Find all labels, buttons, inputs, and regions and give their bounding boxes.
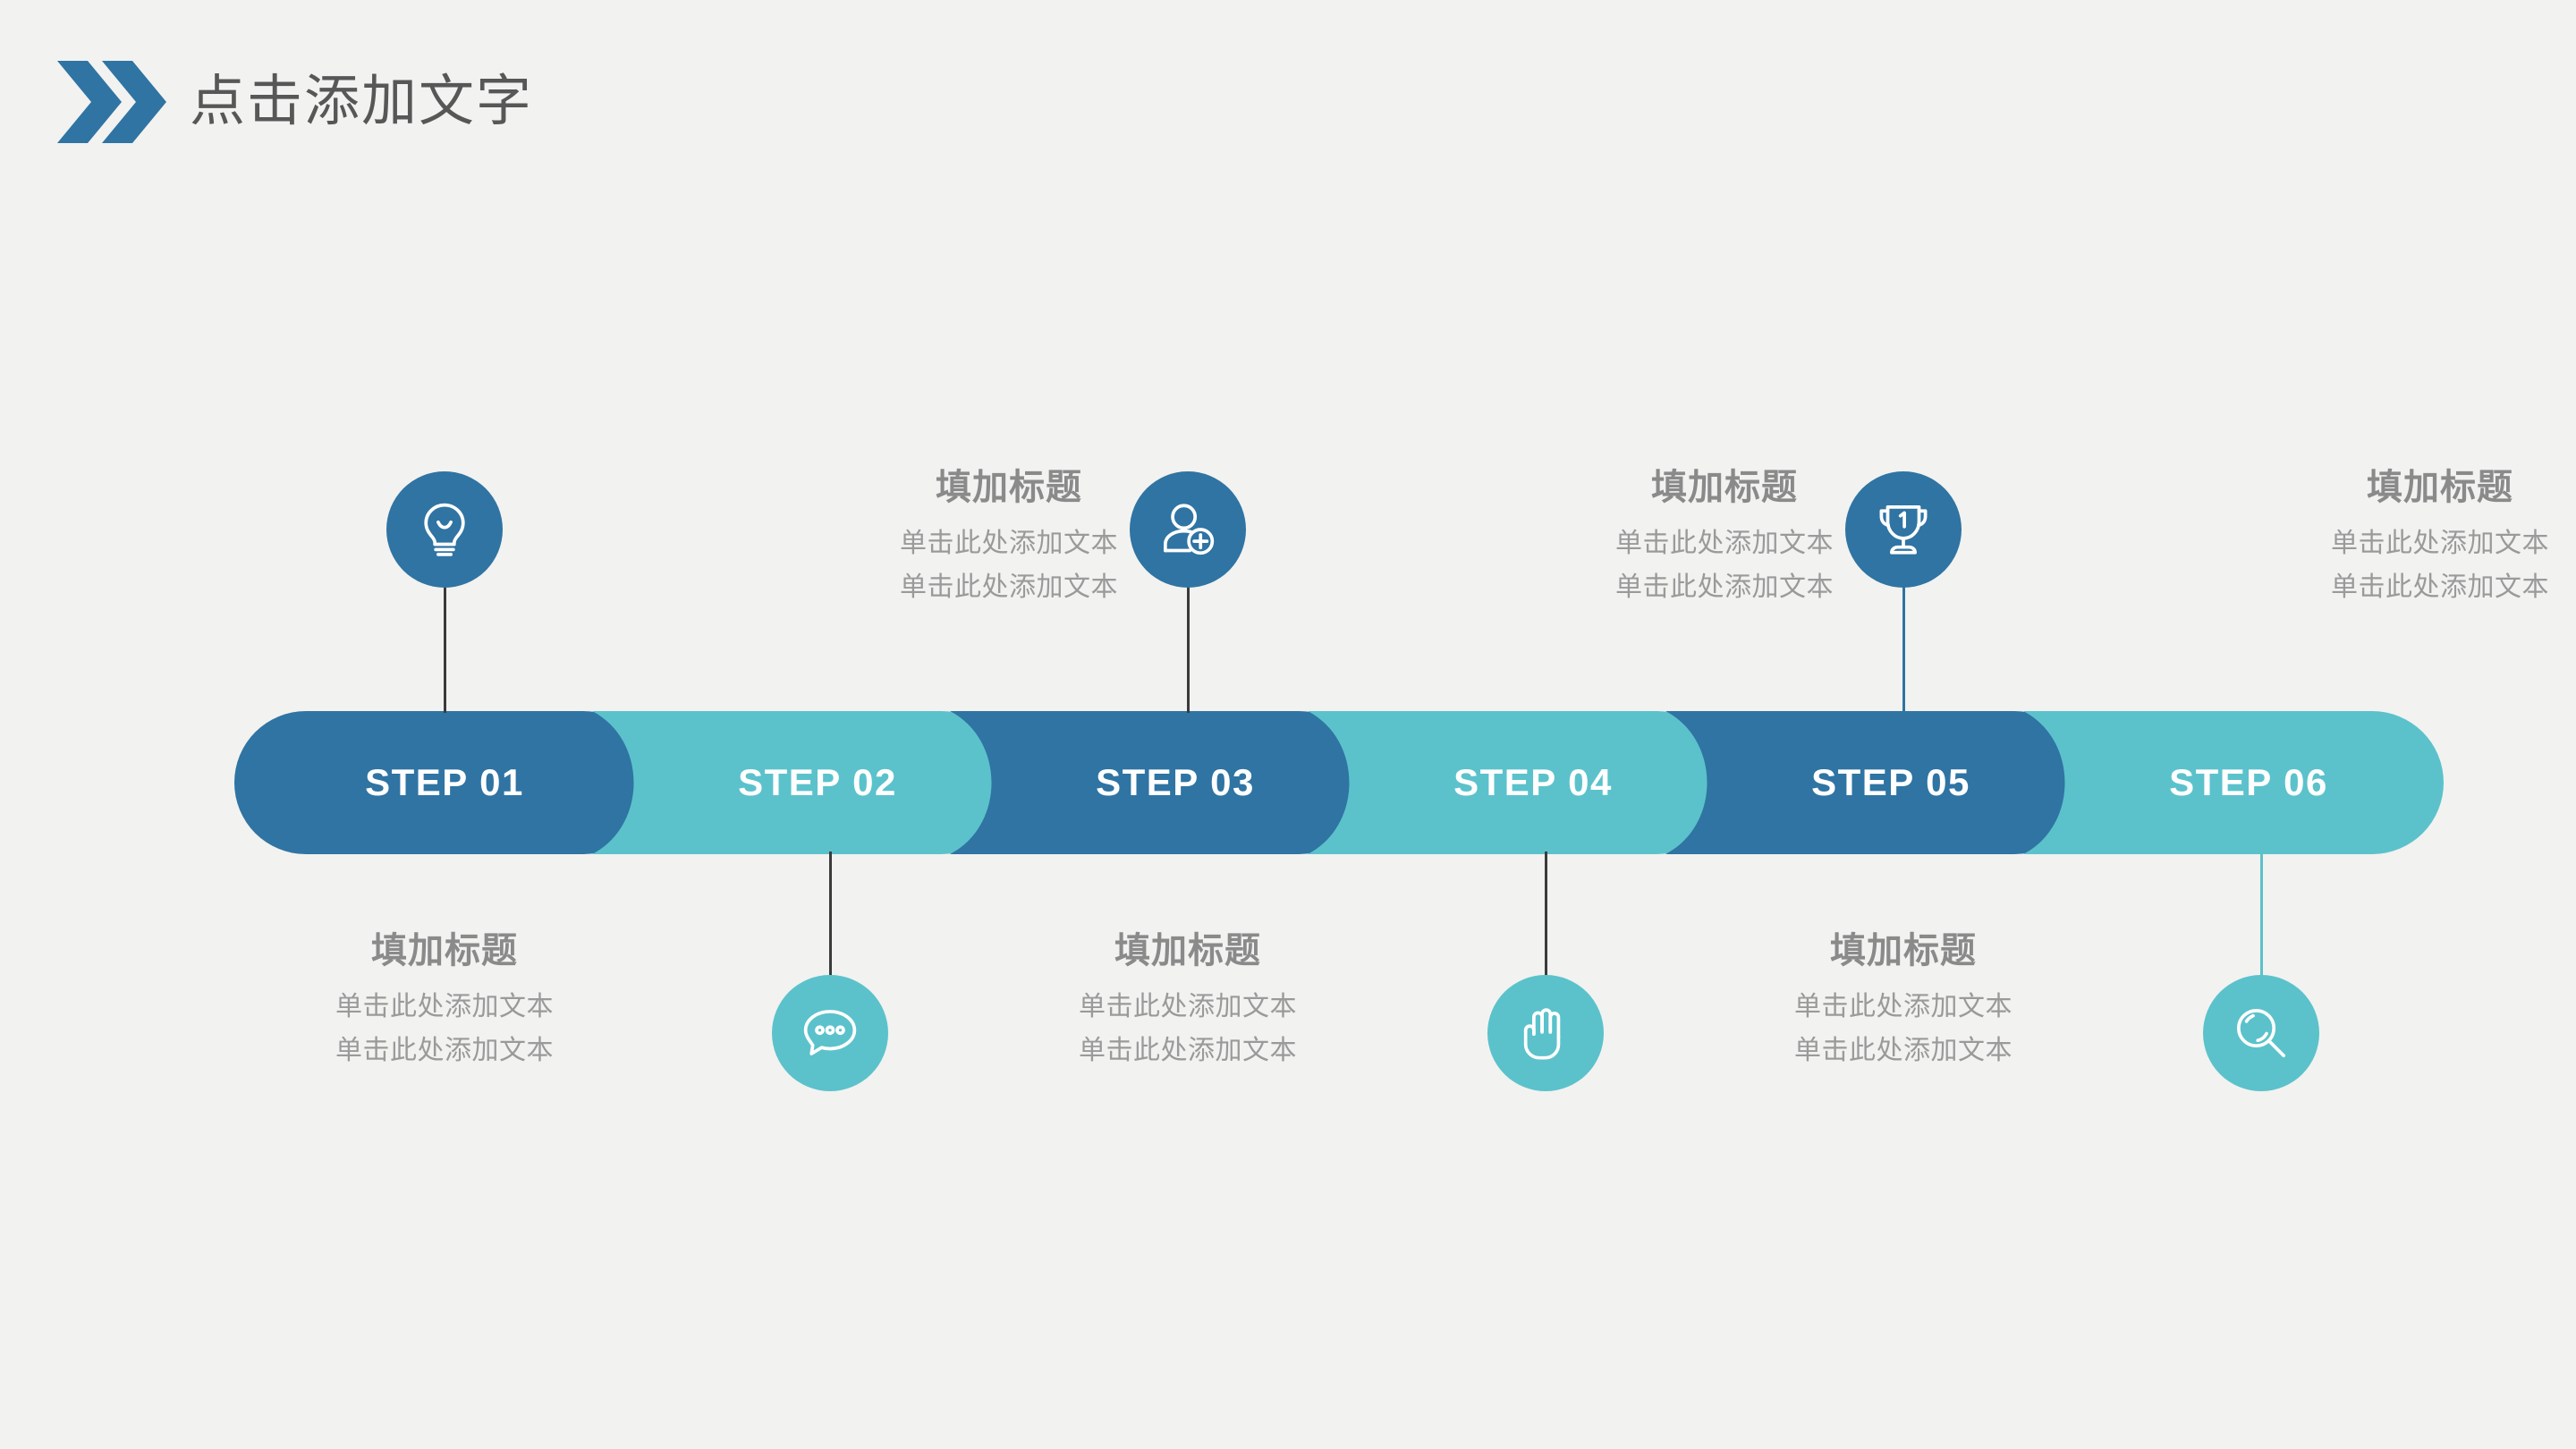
step-banner-shape — [950, 711, 1370, 854]
connector-line — [443, 586, 446, 713]
magnifier-icon[interactable] — [2203, 975, 2319, 1091]
step-label: STEP 03 — [1096, 761, 1255, 803]
page-title: 点击添加文字 — [190, 71, 534, 132]
step-label: STEP 02 — [738, 761, 897, 803]
step-banner-3[interactable]: STEP 03 — [950, 711, 1370, 854]
step-banner-4[interactable]: STEP 04 — [1308, 711, 1728, 854]
step-text-block: 填加标题 单击此处添加文本 单击此处添加文本 — [991, 930, 1385, 1072]
step-label: STEP 06 — [2169, 761, 2328, 803]
step-heading: 填加标题 — [1830, 931, 1977, 970]
connector-line — [2259, 852, 2263, 979]
step-banner-6[interactable]: STEP 06 — [2023, 711, 2444, 854]
step-banner-shape — [1665, 711, 2086, 854]
step-text-block: 填加标题 单击此处添加文本 单击此处添加文本 — [1528, 467, 1921, 609]
step-heading: 填加标题 — [936, 468, 1082, 507]
step-banner-shape — [2023, 711, 2444, 854]
step-label: STEP 01 — [365, 761, 524, 803]
step-banner-5[interactable]: STEP 05 — [1665, 711, 2086, 854]
step-banner-2[interactable]: STEP 02 — [592, 711, 1013, 854]
step-group: STEP 03 填加标题 单击此处添加文本 单击此处添加文本 — [950, 0, 1415, 1449]
step-body-line: 单击此处添加文本 — [900, 529, 1118, 558]
hand-palm-icon[interactable] — [1487, 975, 1604, 1091]
step-body-line: 单击此处添加文本 — [335, 992, 554, 1021]
connector-line — [1902, 586, 1905, 713]
step-label: STEP 05 — [1811, 761, 1970, 803]
step-body-line: 单击此处添加文本 — [1794, 992, 2012, 1021]
step-banner-shape — [592, 711, 1013, 854]
connector-line — [828, 852, 832, 979]
step-body-line: 单击此处添加文本 — [1079, 992, 1297, 1021]
step-body-line: 单击此处添加文本 — [1615, 529, 1834, 558]
step-heading: 填加标题 — [1651, 468, 1798, 507]
step-banner-shape — [1308, 711, 1728, 854]
step-banner-shape — [234, 711, 655, 854]
lightbulb-icon[interactable] — [386, 471, 503, 588]
step-group: STEP 02 填加标题 单击此处添加文本 单击此处添加文本 — [592, 0, 1118, 1449]
step-body-line: 单击此处添加文本 — [1615, 572, 1834, 602]
step-group: STEP 04 填加标题 单击此处添加文本 单击此处添加文本 — [1308, 0, 1834, 1449]
step-group: STEP 05 填加标题 单击此处添加文本 单击此处添加文本 — [1665, 0, 2131, 1449]
step-heading: 填加标题 — [2367, 468, 2513, 507]
step-body-line: 单击此处添加文本 — [2331, 572, 2549, 602]
step-heading: 填加标题 — [1114, 931, 1261, 970]
double-chevron-right-icon — [57, 61, 166, 143]
trophy-icon[interactable] — [1845, 471, 1962, 588]
step-body-line: 单击此处添加文本 — [1794, 1035, 2012, 1065]
step-text-block: 填加标题 单击此处添加文本 单击此处添加文本 — [2243, 467, 2576, 609]
step-body-line: 单击此处添加文本 — [335, 1035, 554, 1065]
connector-line — [1186, 586, 1190, 713]
step-text-block: 填加标题 单击此处添加文本 单击此处添加文本 — [248, 930, 641, 1072]
step-body-line: 单击此处添加文本 — [2331, 529, 2549, 558]
step-body-line: 单击此处添加文本 — [1079, 1035, 1297, 1065]
connector-line — [1544, 852, 1547, 979]
step-heading: 填加标题 — [371, 931, 518, 970]
chat-bubble-dots-icon[interactable] — [772, 975, 888, 1091]
slide-title-bar: 点击添加文字 — [55, 55, 533, 148]
step-text-block: 填加标题 单击此处添加文本 单击此处添加文本 — [1707, 930, 2100, 1072]
step-group: STEP 01 填加标题 单击此处添加文本 单击此处添加文本 — [234, 0, 699, 1449]
step-group: STEP 06 填加标题 单击此处添加文本 单击此处添加文本 — [2023, 0, 2549, 1449]
step-text-block: 填加标题 单击此处添加文本 单击此处添加文本 — [812, 467, 1206, 609]
step-banner-1[interactable]: STEP 01 — [234, 711, 655, 854]
step-body-line: 单击此处添加文本 — [900, 572, 1118, 602]
step-label: STEP 04 — [1453, 761, 1613, 803]
add-user-icon[interactable] — [1130, 471, 1246, 588]
